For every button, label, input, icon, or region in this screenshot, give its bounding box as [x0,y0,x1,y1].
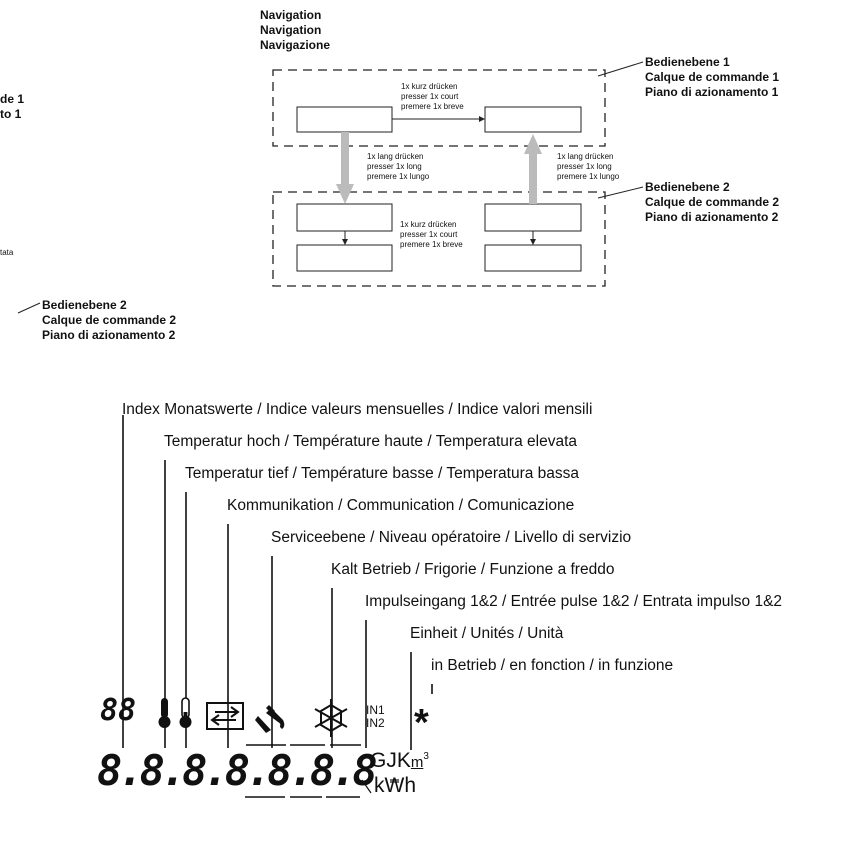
long-press-right-note: 1x lang drücken presser 1x long premere … [557,152,620,181]
short-press-bottom-note: 1x kurz drücken presser 1x court premere… [400,220,463,249]
thermometer-high-icon [158,698,171,728]
level2-dashed-frame [272,191,606,287]
left-fragment-level1: de 1 to 1 [0,92,25,121]
legend-impulse: Impulseingang 1&2 / Entrée pulse 1&2 / E… [365,593,783,610]
long-press-arrow-up-shaft [529,152,537,204]
level2-box-left-top [296,203,393,232]
long-press-arrow-down-shaft [341,132,349,186]
unit-kwh: kWh [374,774,416,797]
legend-cold: Kalt Betrieb / Frigorie / Funzione a fre… [331,561,615,578]
wrench-icon [255,705,285,733]
legend-communication: Kommunikation / Communication / Comunica… [227,497,575,514]
impulse-indicator: IN1 IN2 [366,704,385,730]
unit-sup: 3 [423,751,429,762]
main-digits: 8.8.8.8.8.8.8 [97,746,378,795]
level1-box-right [484,106,582,133]
snowflake-icon [314,699,348,737]
unit-gjk: GJK [370,749,411,772]
operation-star-icon: * [414,702,429,744]
legend-unit: Einheit / Unités / Unità [410,625,564,642]
legend-temp-high: Temperatur hoch / Température haute / Te… [164,433,577,450]
long-press-left-note: 1x lang drücken presser 1x long premere … [367,152,430,181]
unit-m: m [410,754,424,771]
level1-leader [597,61,644,77]
unit-top: GJKm3 [370,745,429,775]
thermometer-low-icon [179,697,192,728]
level2-label: Bedienebene 2 Calque de commande 2 Piano… [645,180,780,224]
left-fragment-tata: tata [0,248,14,257]
long-press-arrow-up-head [524,134,542,154]
in2-label: IN2 [366,716,385,730]
short-press-top-note: 1x kurz drücken presser 1x court premere… [401,82,464,111]
legend-index: Index Monatswerte / Indice valeurs mensu… [122,401,593,418]
level2-box-right-bottom [484,244,582,272]
long-press-arrow-down-head [336,184,354,204]
in1-label: IN1 [366,703,385,717]
legend-temp-low: Temperatur tief / Température basse / Te… [185,465,580,482]
level2-box-left-bottom [296,244,393,272]
level2-label-left: Bedienebene 2 Calque de commande 2 Piano… [42,298,177,342]
index-digits: 88 [100,693,137,728]
level2-leader [597,186,644,199]
level2-left-leader [17,302,41,314]
legend-operation: in Betrieb / en fonction / in funzione [431,657,674,674]
legend-service: Serviceebene / Niveau opératoire / Livel… [271,529,632,546]
navigation-title: Navigation Navigation Navigazione [260,8,331,52]
level1-dashed-frame [272,69,606,147]
level1-label: Bedienebene 1 Calque de commande 1 Piano… [645,55,780,99]
communication-icon [206,702,244,730]
